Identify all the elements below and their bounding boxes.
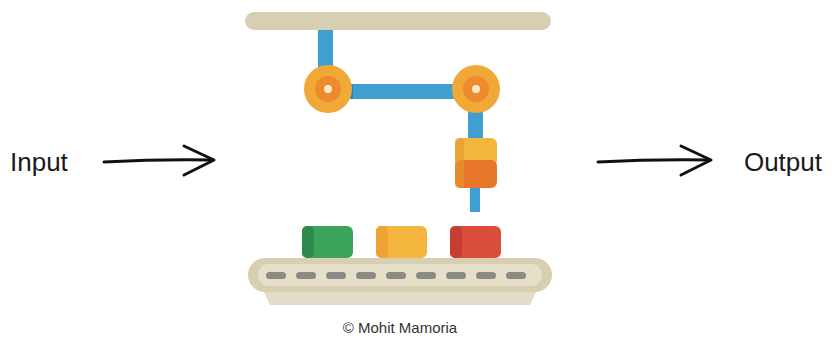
item-shade — [376, 226, 388, 258]
belt-dash — [266, 272, 286, 279]
belt-dash — [506, 272, 526, 279]
output-arrow — [598, 146, 711, 175]
arm-joint — [452, 65, 500, 113]
red-item — [450, 226, 501, 258]
copyright-note: © Mohit Mamoria — [343, 320, 457, 335]
joint-inner — [463, 76, 489, 102]
belt-dash — [446, 272, 466, 279]
gripper-stem — [470, 186, 480, 212]
conveyor-inner — [258, 264, 542, 286]
output-label: Output — [744, 149, 822, 175]
arrow-head — [681, 146, 711, 175]
gripper-shade — [455, 138, 464, 188]
ceiling-rail — [245, 12, 551, 30]
belt-dashes — [266, 272, 526, 279]
belt-dash — [416, 272, 436, 279]
arrow-head — [184, 146, 214, 175]
belt-dash — [326, 272, 346, 279]
arm-joint — [304, 65, 352, 113]
joint-pin — [472, 85, 480, 93]
input-arrow — [104, 146, 214, 175]
belt-dash — [356, 272, 376, 279]
yellow-item — [376, 226, 427, 258]
belt-dash — [386, 272, 406, 279]
belt-dash — [476, 272, 496, 279]
joint-outer — [304, 65, 352, 113]
joint-inner — [315, 76, 341, 102]
conveyor-belt — [248, 258, 552, 292]
input-label: Input — [10, 149, 68, 175]
belt-dash — [296, 272, 316, 279]
arrow-shaft — [598, 160, 710, 162]
arrow-shaft — [104, 160, 213, 162]
item-shade — [302, 226, 314, 258]
green-item — [302, 226, 353, 258]
joint-outer — [452, 65, 500, 113]
joint-pin — [324, 85, 332, 93]
item-shade — [450, 226, 462, 258]
